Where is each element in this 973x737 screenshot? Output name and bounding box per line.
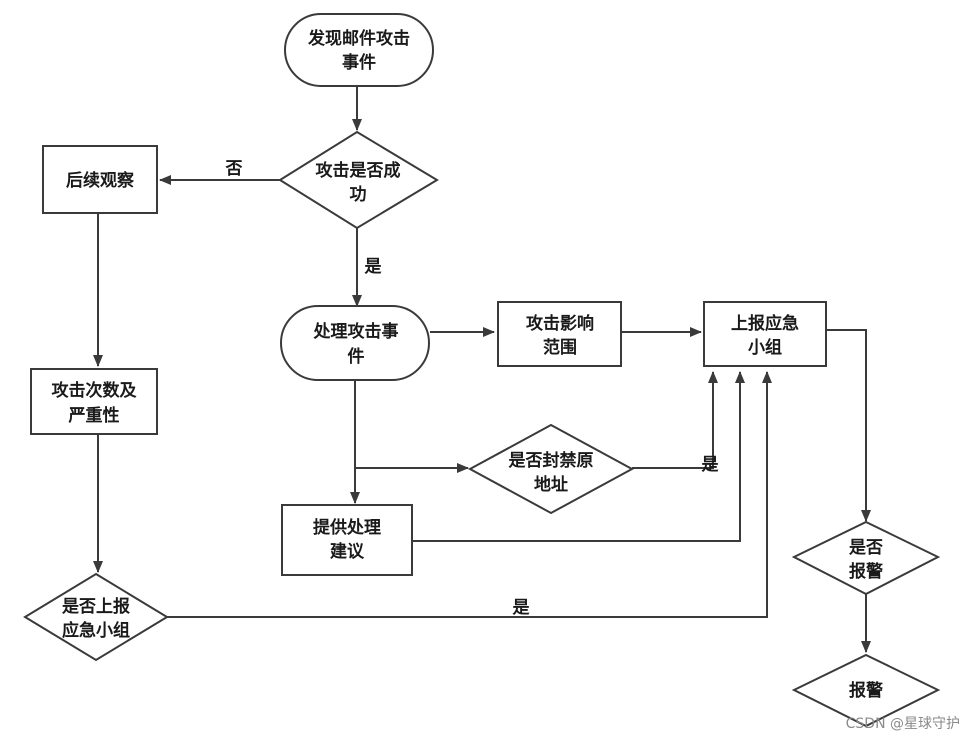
node-discover-attack-line1: 发现邮件攻击	[307, 28, 410, 49]
node-handle-event: 处理攻击事 件	[280, 305, 430, 381]
decision-shape	[791, 653, 941, 728]
edge-report-to-alarm-decision	[826, 329, 871, 522]
process-shape	[281, 504, 413, 576]
node-block-address: 是否封禁原 地址	[467, 423, 635, 515]
process-shape	[42, 145, 158, 214]
node-alarm: 报警	[791, 653, 941, 728]
node-handle-event-line2: 件	[348, 346, 365, 367]
node-report-group-line1: 上报应急	[731, 313, 799, 334]
terminator-shape	[284, 13, 434, 87]
process-shape	[703, 301, 827, 367]
node-attack-count: 攻击次数及 严重性	[30, 368, 158, 435]
edge-label-yes-report: 是	[513, 598, 530, 618]
decision-shape	[791, 520, 941, 596]
node-suggestion-line1: 提供处理	[313, 517, 381, 538]
node-follow-up-line1: 后续观察	[66, 170, 135, 191]
node-attack-success: 攻击是否成 功	[278, 130, 439, 230]
csdn-watermark: CSDN @星球守护	[846, 716, 960, 732]
terminator-shape	[280, 305, 430, 381]
node-report-group-line2: 小组	[748, 337, 782, 358]
edge-label-no: 否	[225, 159, 243, 179]
node-attack-count-line1: 攻击次数及	[52, 380, 138, 401]
node-alarm-decision-line2: 报警	[849, 561, 883, 582]
node-alarm-decision: 是否 报警	[791, 520, 941, 596]
node-attack-scope-line1: 攻击影响	[526, 313, 594, 334]
node-block-address-line1: 是否封禁原	[509, 450, 594, 471]
node-discover-attack-line2: 事件	[342, 52, 376, 73]
node-report-group-decision-line1: 是否上报	[62, 596, 130, 617]
process-shape	[30, 368, 158, 435]
node-alarm-line1: 报警	[849, 680, 883, 701]
edge-block-to-report	[632, 371, 718, 469]
edge-label-yes-block: 是	[702, 455, 719, 475]
node-attack-count-line2: 严重性	[69, 405, 120, 426]
decision-shape	[467, 423, 635, 515]
decision-shape	[278, 130, 439, 230]
node-block-address-line2: 地址	[534, 474, 568, 495]
node-handle-event-line1: 处理攻击事	[313, 321, 399, 342]
node-attack-scope: 攻击影响 范围	[497, 301, 622, 367]
node-discover-attack: 发现邮件攻击 事件	[284, 13, 434, 87]
node-suggestion-line2: 建议	[330, 541, 365, 562]
node-attack-scope-line2: 范围	[543, 337, 577, 358]
node-attack-success-line1: 攻击是否成	[316, 160, 401, 181]
node-report-group: 上报应急 小组	[703, 301, 827, 367]
node-alarm-decision-line1: 是否	[849, 538, 883, 558]
edge-label-yes-main: 是	[365, 257, 382, 277]
edges	[93, 86, 871, 653]
node-report-group-decision: 是否上报 应急小组	[23, 572, 169, 662]
node-suggestion: 提供处理 建议	[281, 504, 413, 576]
edge-labels: 否 是 是 是	[225, 159, 719, 618]
process-shape	[497, 301, 622, 367]
node-report-group-decision-line2: 应急小组	[62, 620, 130, 641]
decision-shape	[23, 572, 169, 662]
edge-suggestion-to-report	[412, 371, 745, 542]
node-attack-success-line2: 功	[350, 185, 367, 205]
edge-report-decision-to-report	[167, 371, 772, 618]
node-follow-up: 后续观察	[42, 145, 158, 214]
